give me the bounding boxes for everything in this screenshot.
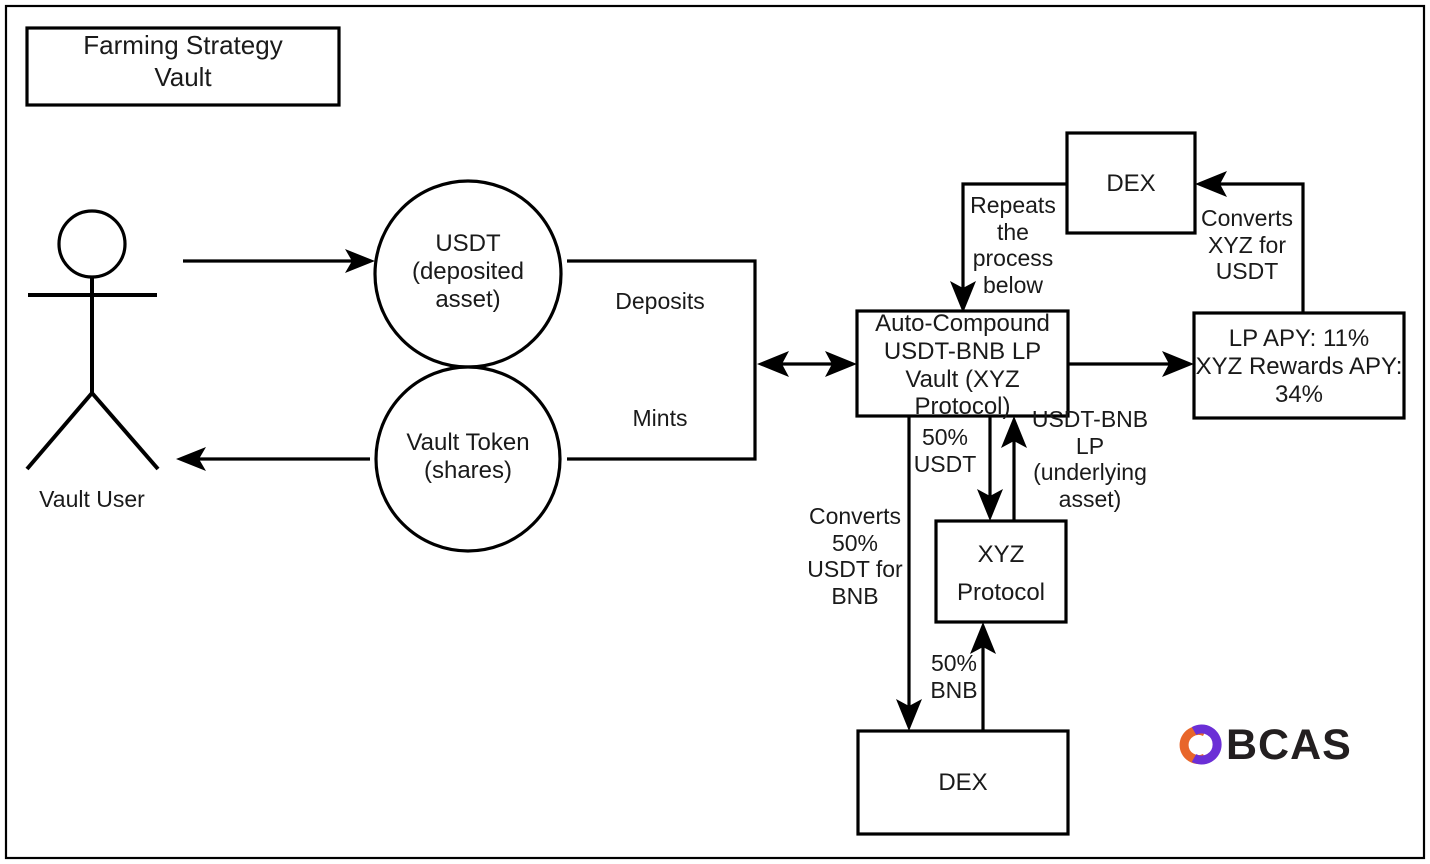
edge-user-to-usdt — [183, 249, 375, 273]
edge-bracket-to-vault — [757, 351, 857, 377]
edge-vault-to-apy — [1068, 351, 1194, 377]
edge-usdt-bnb-lp-underlying — [1001, 416, 1027, 521]
title-box — [25, 26, 341, 107]
edge-vaulttoken-to-user — [176, 447, 370, 471]
node-apy-box — [1192, 311, 1406, 420]
node-dex-top — [1065, 131, 1197, 235]
stick-figure-icon — [25, 209, 160, 471]
bracket-deposits-mints — [567, 259, 757, 461]
node-xyz-protocol — [934, 519, 1068, 624]
edge-fifty-usdt — [977, 416, 1003, 521]
node-usdt-circle — [373, 179, 563, 369]
bcas-logo-text: BCAS — [1226, 721, 1352, 769]
edge-converts-xyz-for-usdt — [1195, 171, 1305, 313]
node-dex-bottom — [856, 729, 1070, 836]
edge-converts-fifty-usdt-for-bnb — [896, 416, 922, 731]
bcas-logo: BCAS — [1172, 716, 1372, 778]
outer-frame — [4, 4, 1426, 860]
node-vault-token-circle — [374, 365, 562, 553]
bcas-logo-mark — [1179, 724, 1222, 765]
logo-arc-orange — [1179, 726, 1207, 764]
node-vault-box — [855, 309, 1070, 418]
logo-arc-purple — [1191, 724, 1222, 765]
edge-repeats-process — [950, 182, 1067, 313]
edge-fifty-bnb — [970, 622, 996, 731]
